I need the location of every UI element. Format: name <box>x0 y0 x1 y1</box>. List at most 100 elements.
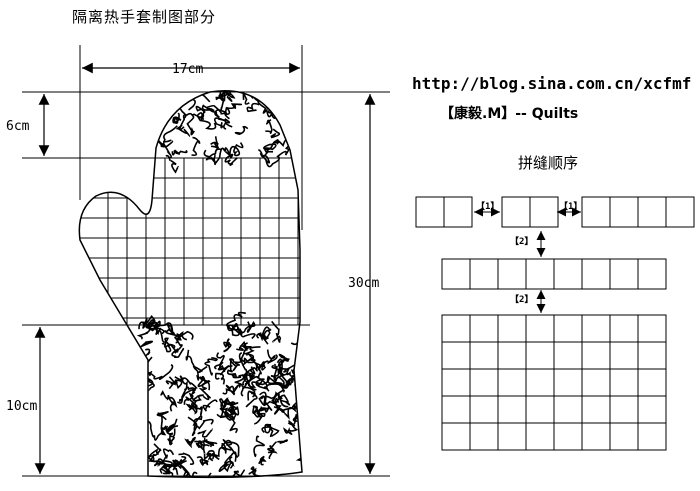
block-cell <box>609 422 639 451</box>
quilt-squiggle <box>297 119 302 132</box>
block-cell <box>581 368 611 397</box>
quilt-squiggle <box>191 113 217 130</box>
quilt-squiggle <box>287 111 298 134</box>
quilt-squiggle <box>164 323 172 335</box>
quilt-squiggle <box>159 468 174 478</box>
quilt-squiggle <box>153 96 163 109</box>
quilt-squiggle <box>277 439 289 445</box>
quilt-squiggle <box>278 353 290 363</box>
row2-cell <box>609 258 639 290</box>
quilt-squiggle <box>239 325 256 340</box>
quilt-squiggle <box>236 340 248 351</box>
block-cell <box>609 368 639 397</box>
quilt-squiggle <box>166 396 178 412</box>
row1-right-cell <box>581 196 611 228</box>
quilt-squiggle <box>156 411 169 421</box>
quilt-squiggle <box>291 110 302 129</box>
block-cell <box>553 341 583 370</box>
row2-cell <box>525 258 555 290</box>
quilt-squiggle <box>196 456 209 467</box>
step2-label-upper: 【2】 <box>510 237 534 247</box>
quilt-squiggle <box>228 325 242 337</box>
mitt-outline <box>78 90 303 479</box>
quilt-squiggle <box>192 394 204 402</box>
block-cell <box>525 422 555 451</box>
quilt-squiggle <box>153 325 167 343</box>
quilt-squiggle <box>165 154 180 174</box>
quilt-squiggle <box>218 361 230 376</box>
quilt-squiggle <box>193 365 208 382</box>
quilt-squiggle <box>210 136 220 149</box>
row2-cell <box>497 258 527 290</box>
quilt-squiggle <box>229 142 244 157</box>
quilt-squiggle <box>282 117 290 127</box>
block-cell <box>469 341 499 370</box>
block-cell <box>441 395 471 424</box>
quilt-squiggle <box>172 112 182 124</box>
block-cell <box>525 314 555 343</box>
block-cell <box>581 314 611 343</box>
quilt-squiggle <box>222 439 240 458</box>
quilt-squiggle <box>279 394 291 408</box>
quilt-squiggle <box>224 451 237 469</box>
quilt-squiggle <box>276 358 294 384</box>
quilt-squiggle <box>167 428 176 446</box>
quilt-squiggle <box>202 399 218 412</box>
quilt-squiggle <box>229 358 241 372</box>
quilt-squiggle <box>285 475 296 478</box>
block-cell <box>637 395 667 424</box>
step1-label-right: 【1】 <box>559 202 583 212</box>
quilt-squiggle <box>271 320 282 343</box>
quilt-squiggle <box>148 363 174 381</box>
row1-right-cell <box>665 196 695 228</box>
block-cell <box>469 368 499 397</box>
quilt-squiggle <box>242 91 250 105</box>
quilt-squiggle <box>191 136 201 156</box>
quilt-squiggle <box>141 101 160 114</box>
block-cell <box>441 368 471 397</box>
quilt-squiggle <box>240 386 256 397</box>
quilt-squiggle <box>269 427 280 438</box>
quilt-squiggle <box>191 418 214 437</box>
block-cell <box>497 395 527 424</box>
quilt-squiggle <box>258 455 267 466</box>
row2-cell <box>581 258 611 290</box>
quilt-squiggle <box>154 458 176 469</box>
block-cell <box>441 314 471 343</box>
quilt-squiggle <box>184 436 196 449</box>
quilt-squiggle <box>183 396 198 411</box>
quilt-squiggle <box>256 329 271 345</box>
block-cell <box>497 314 527 343</box>
step2-label-lower: 【2】 <box>510 295 534 305</box>
assembly-diagram <box>415 196 695 451</box>
quilt-squiggle <box>273 397 285 412</box>
dimension-width: 17cm <box>172 62 204 77</box>
quilt-squiggle <box>177 455 187 466</box>
block-cell <box>553 395 583 424</box>
quilt-squiggle <box>252 405 264 425</box>
block-cell <box>497 422 527 451</box>
row1-middle-cell <box>529 196 559 228</box>
quilt-squiggle <box>219 91 230 100</box>
step-arrows <box>474 207 581 313</box>
quilt-squiggle <box>207 452 219 462</box>
row1-left-cell <box>415 196 445 228</box>
quilt-squiggle <box>174 334 183 354</box>
quilt-squiggle <box>248 466 262 478</box>
quilt-squiggle <box>238 352 256 363</box>
quilt-squiggle <box>201 104 215 113</box>
row1-right-cell <box>609 196 639 228</box>
quilt-squiggle <box>168 376 178 390</box>
quilt-squiggle <box>259 391 283 403</box>
quilt-squiggle <box>187 415 203 426</box>
quilt-squiggle <box>279 366 298 378</box>
block-cell <box>637 368 667 397</box>
quilt-squiggle <box>145 319 161 332</box>
quilt-squiggle <box>264 119 273 134</box>
block-cell <box>609 341 639 370</box>
quilt-squiggle <box>258 90 270 103</box>
quilt-squiggle <box>171 149 188 156</box>
quilt-squiggle <box>226 357 243 376</box>
block-cell <box>525 368 555 397</box>
